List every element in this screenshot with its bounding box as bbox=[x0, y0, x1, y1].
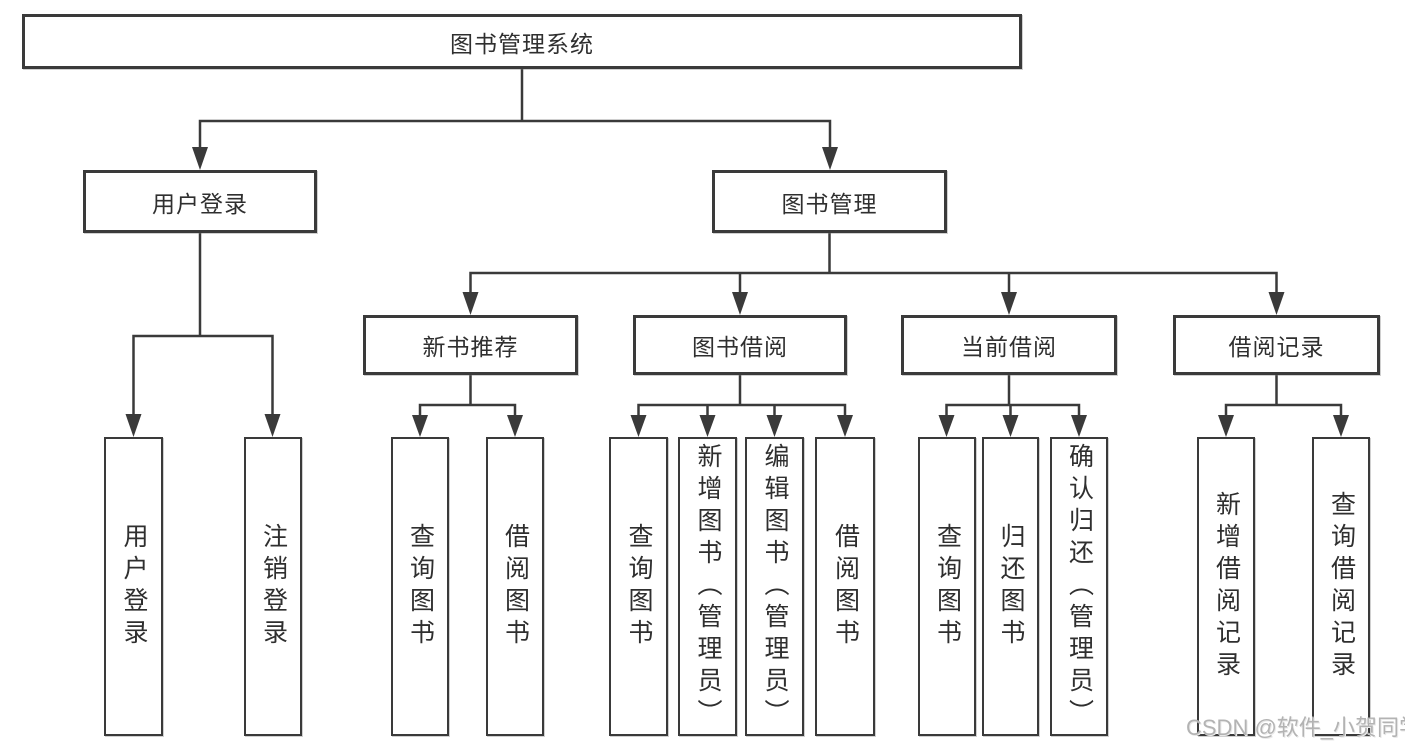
leaf-label: 查询图书 bbox=[933, 522, 962, 651]
node-user-login: 用户登录 bbox=[83, 170, 317, 233]
node-leaf-return-book: 归还图书 bbox=[982, 437, 1039, 736]
node-current-borrow: 当前借阅 bbox=[901, 315, 1117, 375]
leaf-label: 归还图书 bbox=[997, 522, 1025, 651]
node-leaf-query-book-3: 查询图书 bbox=[918, 437, 976, 736]
node-leaf-borrow-book-2: 借阅图书 bbox=[815, 437, 875, 736]
leaf-label: 确认归还（管理员） bbox=[1065, 442, 1094, 731]
node-leaf-confirm-return-admin: 确认归还（管理员） bbox=[1050, 437, 1108, 736]
node-book-borrow: 图书借阅 bbox=[633, 315, 847, 375]
leaf-label: 查询图书 bbox=[406, 522, 435, 651]
node-borrow-record: 借阅记录 bbox=[1173, 315, 1380, 375]
node-leaf-query-borrow-record: 查询借阅记录 bbox=[1312, 437, 1370, 736]
node-leaf-logout: 注销登录 bbox=[244, 437, 302, 736]
node-leaf-user-login: 用户登录 bbox=[104, 437, 163, 736]
node-book-management: 图书管理 bbox=[712, 170, 947, 233]
node-leaf-edit-book-admin: 编辑图书（管理员） bbox=[745, 437, 804, 736]
leaf-label: 新增图书（管理员） bbox=[694, 442, 722, 731]
node-leaf-add-borrow-record: 新增借阅记录 bbox=[1197, 437, 1255, 736]
leaf-label: 编辑图书（管理员） bbox=[761, 442, 789, 731]
arrowheads bbox=[125, 147, 1349, 437]
leaf-label: 注销登录 bbox=[259, 522, 288, 651]
node-new-book-recommend: 新书推荐 bbox=[363, 315, 578, 375]
node-leaf-query-book-1: 查询图书 bbox=[391, 437, 449, 736]
leaf-label: 新增借阅记录 bbox=[1212, 490, 1241, 683]
leaf-label: 查询借阅记录 bbox=[1327, 490, 1356, 683]
node-root-system: 图书管理系统 bbox=[22, 14, 1022, 69]
leaf-label: 借阅图书 bbox=[831, 522, 860, 651]
leaf-label: 用户登录 bbox=[120, 522, 148, 651]
leaf-label: 借阅图书 bbox=[501, 522, 530, 651]
node-leaf-add-book-admin: 新增图书（管理员） bbox=[678, 437, 737, 736]
csdn-watermark: CSDN @软件_小贺同学 bbox=[1186, 715, 1405, 740]
leaf-label: 查询图书 bbox=[625, 522, 653, 651]
node-leaf-query-book-2: 查询图书 bbox=[609, 437, 668, 736]
node-leaf-borrow-book-1: 借阅图书 bbox=[486, 437, 544, 736]
